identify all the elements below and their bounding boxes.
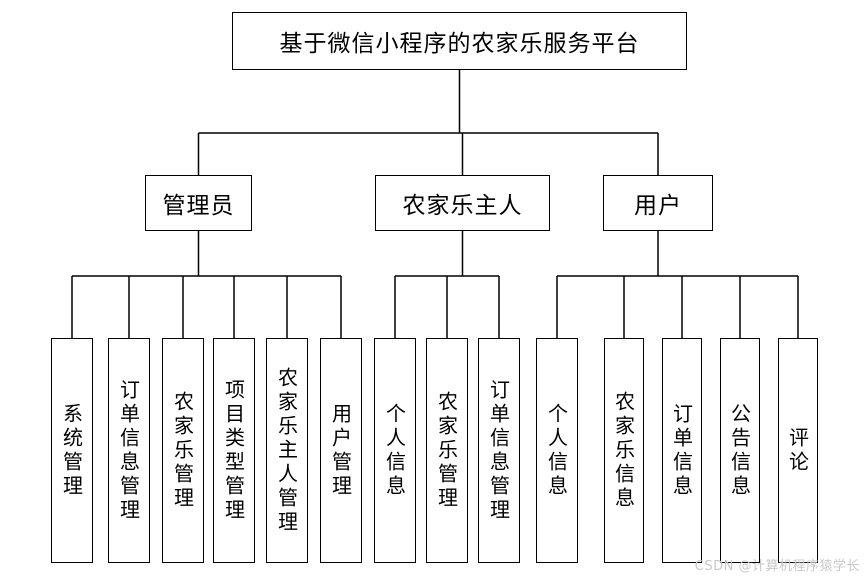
- module-label: 农家乐管理: [170, 390, 195, 511]
- role-box: 管理员: [145, 175, 252, 231]
- module-box: 农家乐管理: [426, 338, 468, 563]
- module-label: 用户管理: [328, 402, 353, 499]
- module-label: 农家乐信息: [611, 390, 636, 511]
- module-label: 订单信息管理: [486, 378, 511, 523]
- module-label: 项目类型管理: [221, 378, 246, 523]
- module-box: 订单信息: [662, 338, 702, 563]
- module-label: 公告信息: [727, 402, 752, 499]
- role-label: 管理员: [162, 193, 235, 219]
- role-label: 用户: [634, 193, 682, 219]
- module-box: 用户管理: [320, 338, 362, 563]
- module-box: 农家乐主人管理: [266, 338, 308, 563]
- module-label: 农家乐管理: [434, 390, 459, 511]
- module-box: 个人信息: [374, 338, 416, 563]
- module-label: 订单信息: [669, 402, 694, 499]
- connector-lines: [71, 70, 799, 338]
- module-label: 评论: [785, 426, 810, 475]
- module-box: 个人信息: [536, 338, 578, 563]
- role-box: 用户: [603, 175, 713, 231]
- module-box: 订单信息管理: [108, 338, 150, 563]
- module-box: 农家乐管理: [162, 338, 204, 563]
- module-box: 评论: [778, 338, 818, 563]
- module-label: 系统管理: [59, 402, 84, 499]
- role-box: 农家乐主人: [375, 175, 550, 231]
- module-box: 订单信息管理: [478, 338, 520, 563]
- module-label: 农家乐主人管理: [274, 366, 299, 535]
- module-box: 系统管理: [51, 338, 93, 563]
- watermark: CSDN @计算机程序猿学长: [694, 559, 860, 574]
- role-label: 农家乐主人: [402, 193, 523, 219]
- module-label: 订单信息管理: [116, 378, 141, 523]
- module-label: 个人信息: [544, 402, 569, 499]
- root-node-box: 基于微信小程序的农家乐服务平台: [232, 12, 687, 70]
- module-box: 公告信息: [720, 338, 760, 563]
- module-label: 个人信息: [382, 402, 407, 499]
- module-box: 农家乐信息: [604, 338, 644, 563]
- root-node-label: 基于微信小程序的农家乐服务平台: [279, 31, 640, 57]
- module-box: 项目类型管理: [213, 338, 255, 563]
